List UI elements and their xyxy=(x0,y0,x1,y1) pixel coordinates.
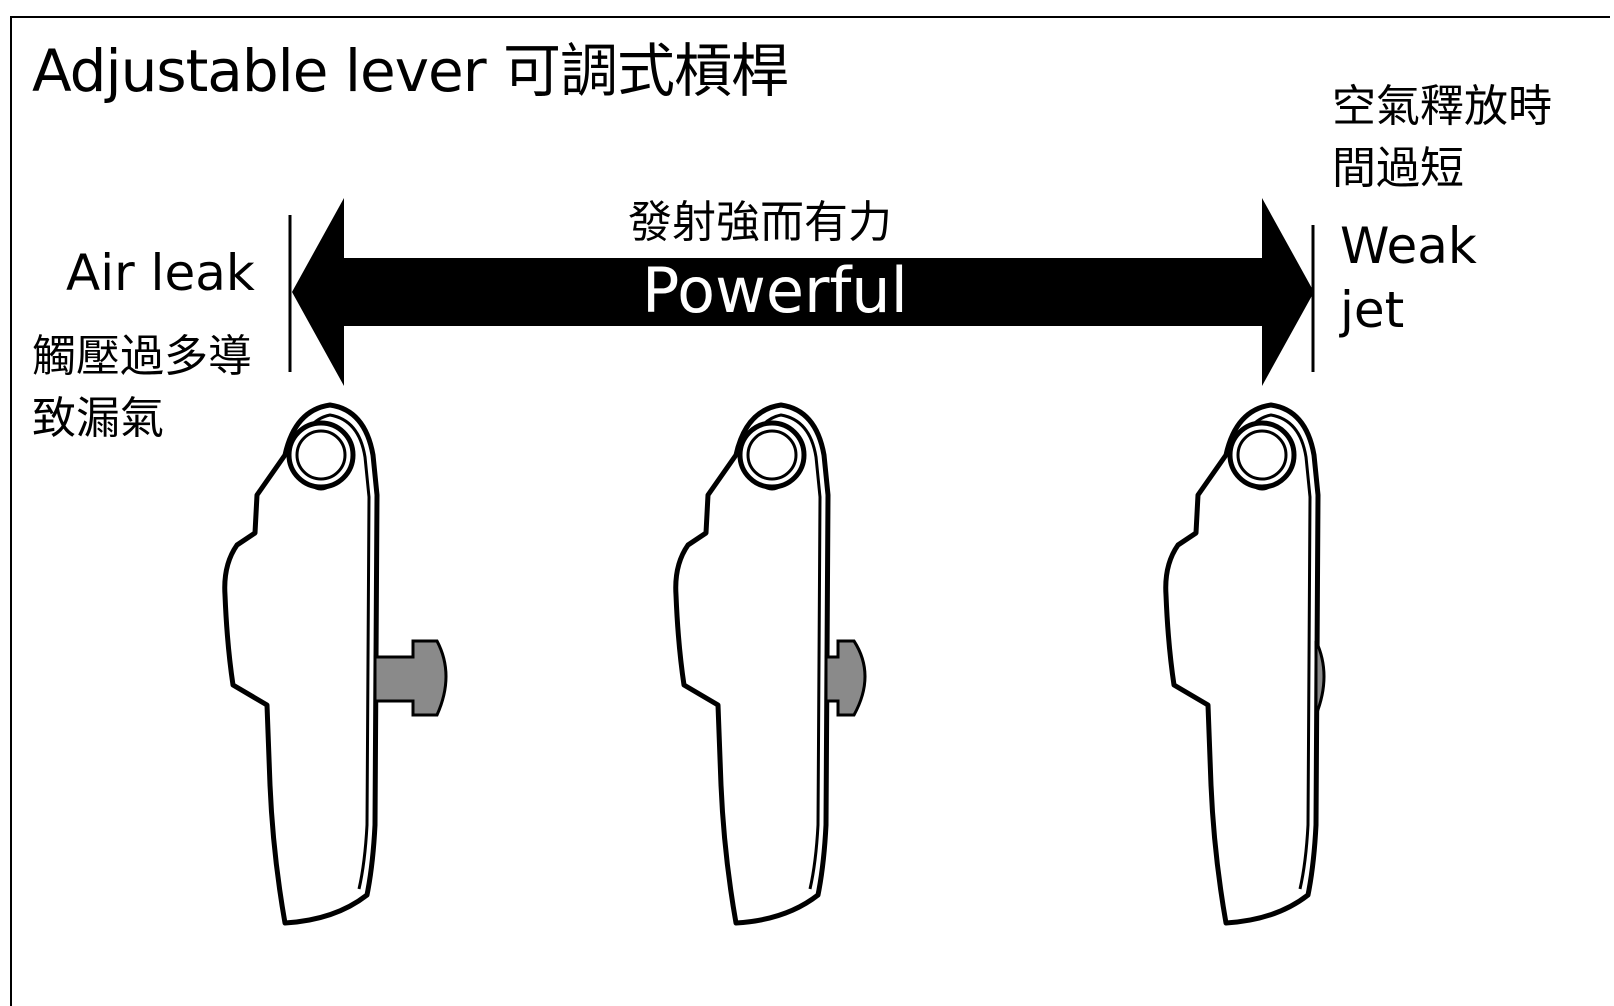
double-arrow xyxy=(292,198,1314,386)
diagram-title: Adjustable lever 可調式槓桿 xyxy=(32,37,789,105)
lever-tab-center xyxy=(824,639,867,717)
powerful-zh-label: 發射強而有力 xyxy=(628,197,892,248)
powerful-label: Powerful xyxy=(642,254,908,327)
lever-right xyxy=(1166,405,1326,923)
short-release-zh-label: 空氣釋放時間過短 xyxy=(1332,81,1552,194)
lever-tab-right xyxy=(1314,640,1326,716)
diagram-frame xyxy=(10,16,1610,1006)
air-leak-label: Air leak xyxy=(66,244,255,302)
lever-tab-left xyxy=(373,639,448,717)
lever-center xyxy=(676,405,867,923)
lever-left xyxy=(225,405,448,923)
air-leak-zh-label: 觸壓過多導致漏氣 xyxy=(32,331,252,444)
weak-jet-label: Weak jet xyxy=(1340,217,1477,339)
